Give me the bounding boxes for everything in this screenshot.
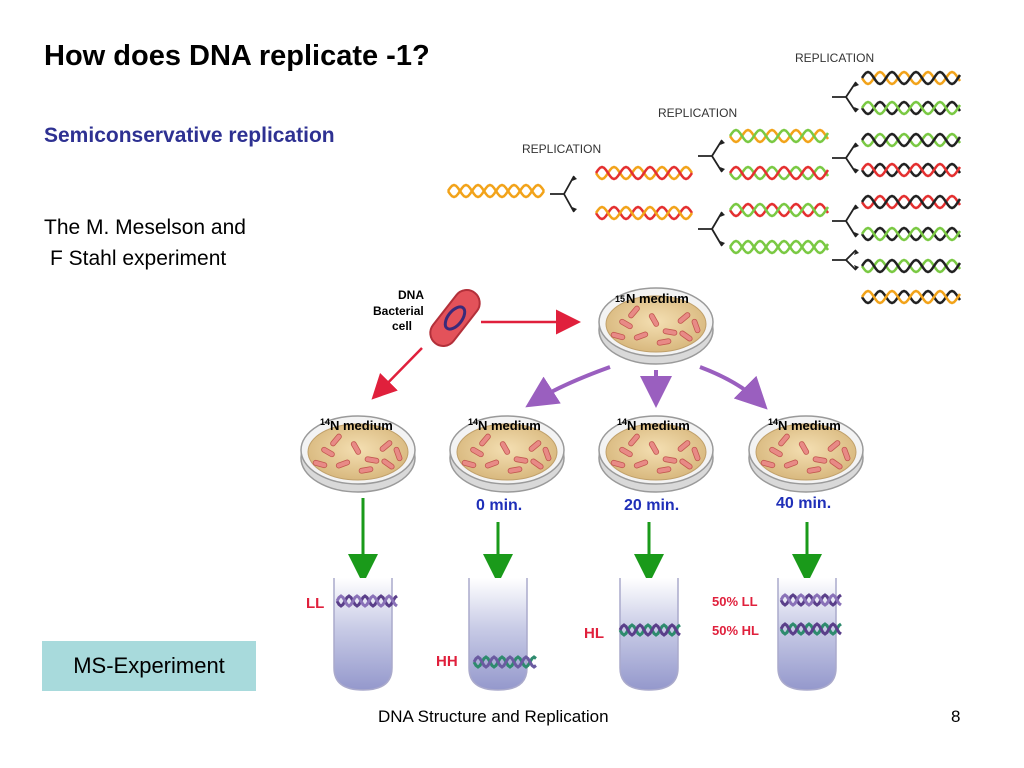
dna-gen3-4 [860, 194, 962, 210]
tube-label-ll: LL [306, 595, 324, 612]
label-cell: cell [392, 319, 412, 333]
purple-arrow-left [525, 365, 611, 408]
tube-label-hl: HL [584, 625, 604, 642]
band-50-hl [779, 622, 842, 636]
dna-gen2-1 [728, 165, 830, 181]
replication-label-2: REPLICATION [658, 106, 737, 120]
dish-n14-3 [598, 415, 714, 493]
n14-superscript-1: 14 [320, 417, 330, 427]
fork-arrows [550, 81, 859, 271]
time-label-40: 40 min. [776, 495, 831, 512]
slide-title: How does DNA replicate -1? [44, 40, 430, 72]
green-arrows [348, 498, 822, 584]
n14-superscript-2: 14 [468, 417, 478, 427]
dish-n14-4 [748, 415, 864, 493]
tube-label-50-hl: 50% HL [712, 623, 759, 638]
dna-gen2-0 [728, 128, 830, 144]
band-ll [335, 594, 398, 608]
n15-superscript: 15 [615, 294, 625, 304]
experiment-line-1: The M. Meselson and [44, 216, 246, 239]
n14-superscript-4: 14 [768, 417, 778, 427]
fork-3c [832, 204, 859, 238]
time-label-0: 0 min. [476, 497, 522, 514]
dna-parent [446, 183, 546, 199]
dna-gen3-2 [860, 132, 962, 148]
dna-bands [335, 593, 842, 669]
fork-2b [698, 211, 725, 247]
footer-text: DNA Structure and Replication [378, 707, 609, 726]
n14-superscript-3: 14 [617, 417, 627, 427]
tube-1 [333, 578, 393, 691]
time-label-20: 20 min. [624, 497, 679, 514]
n14-label-4: N medium [778, 418, 841, 433]
dna-strands [446, 70, 962, 305]
n14-label-1: N medium [330, 418, 393, 433]
n14-label-3: N medium [627, 418, 690, 433]
dna-gen3-5 [860, 226, 962, 242]
band-hl [618, 623, 681, 637]
dna-gen2-3 [728, 239, 830, 255]
tube-label-50-ll: 50% LL [712, 594, 758, 609]
fork-3d [832, 249, 859, 271]
petri-dish-n15 [598, 287, 714, 365]
ms-experiment-button[interactable]: MS-Experiment [42, 641, 256, 691]
fork-1 [550, 175, 577, 213]
replication-label-3: REPLICATION [522, 142, 601, 156]
experiment-line-2: F Stahl experiment [50, 247, 227, 270]
n15-label: N medium [626, 291, 689, 306]
replication-label-1: REPLICATION [795, 51, 874, 65]
dna-gen3-3 [860, 162, 962, 178]
dish-n14-2 [449, 415, 565, 493]
dna-gen2-2 [728, 202, 830, 218]
dna-gen1-b [594, 205, 694, 221]
purple-arrow-right [699, 365, 768, 410]
n14-label-2: N medium [478, 418, 541, 433]
dna-gen1-a [594, 165, 694, 181]
page-number: 8 [951, 707, 961, 726]
bacterial-cell [429, 289, 481, 347]
fork-3b [832, 142, 859, 174]
dna-gen3-0 [860, 70, 962, 86]
dna-gen3-7 [860, 289, 962, 305]
slide-subtitle: Semiconservative replication [44, 124, 335, 147]
dish-n15 [598, 287, 714, 365]
dna-gen3-1 [860, 100, 962, 116]
label-bacterial: Bacterial [373, 304, 424, 318]
arrow-to-n14-control [371, 347, 423, 400]
petri-dishes-n14 [300, 415, 864, 493]
band-hh [472, 655, 537, 669]
fork-2a [698, 139, 725, 173]
dna-gen3-6 [860, 258, 962, 274]
tube-label-hh: HH [436, 653, 458, 670]
band-50-ll [779, 593, 842, 607]
fork-3a [832, 81, 859, 113]
dish-n14-1 [300, 415, 416, 493]
label-dna: DNA [398, 288, 424, 302]
tube-2 [468, 578, 528, 691]
